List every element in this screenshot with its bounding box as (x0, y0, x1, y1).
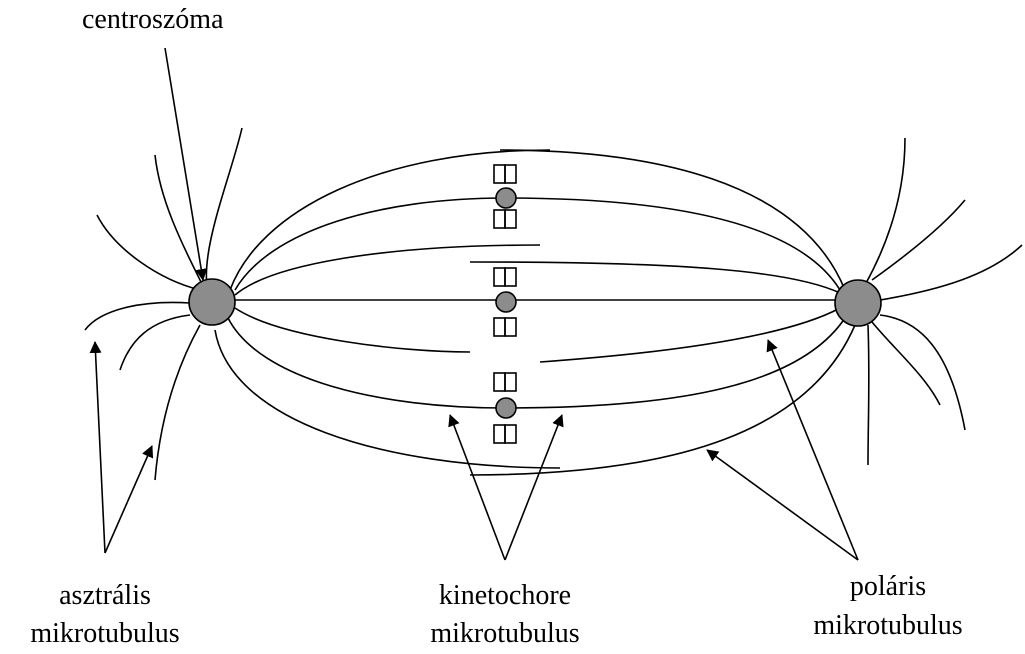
kinetochore-group (496, 188, 516, 418)
centrosome-label: centroszóma (82, 6, 224, 34)
polar-microtubule (235, 308, 470, 352)
astral-microtubule (872, 322, 940, 405)
astral-microtubule (155, 325, 200, 480)
polar-microtubule (540, 308, 840, 362)
astral-microtubule (120, 315, 190, 370)
astral-microtubule (85, 302, 190, 330)
polar-microtubule (505, 318, 845, 408)
astral-microtubule (97, 215, 200, 290)
astral-microtubule (155, 155, 205, 290)
polar-microtubule (470, 262, 840, 293)
astral-microtubule (880, 245, 1022, 300)
astral-microtubule (868, 325, 869, 465)
kinetochore-label-line1: kinetochore (439, 582, 571, 610)
astral-microtubule (880, 315, 965, 430)
polar-microtubule (230, 150, 550, 290)
astral-label-line2: mikrotubulus (30, 620, 179, 648)
centrosome-right (835, 280, 881, 326)
astral-label-line1: asztrális (59, 582, 151, 610)
polar-microtubule (505, 198, 840, 290)
kinetochore-label-line2: mikrotubulus (430, 620, 579, 648)
astral-microtubule (865, 138, 905, 285)
polar-label-line1: poláris (850, 573, 926, 601)
polar-label-line2: mikrotubulus (813, 612, 962, 640)
arrow-kinetochore-2 (505, 415, 562, 560)
centrosome-left (189, 279, 235, 325)
polar-microtubule (235, 198, 505, 290)
arrow-astral-1 (95, 342, 105, 553)
polar-microtubule (228, 318, 505, 408)
arrow-kinetochore-1 (450, 415, 505, 560)
polar-microtubule (500, 150, 845, 290)
arrow-astral-2 (105, 446, 152, 553)
